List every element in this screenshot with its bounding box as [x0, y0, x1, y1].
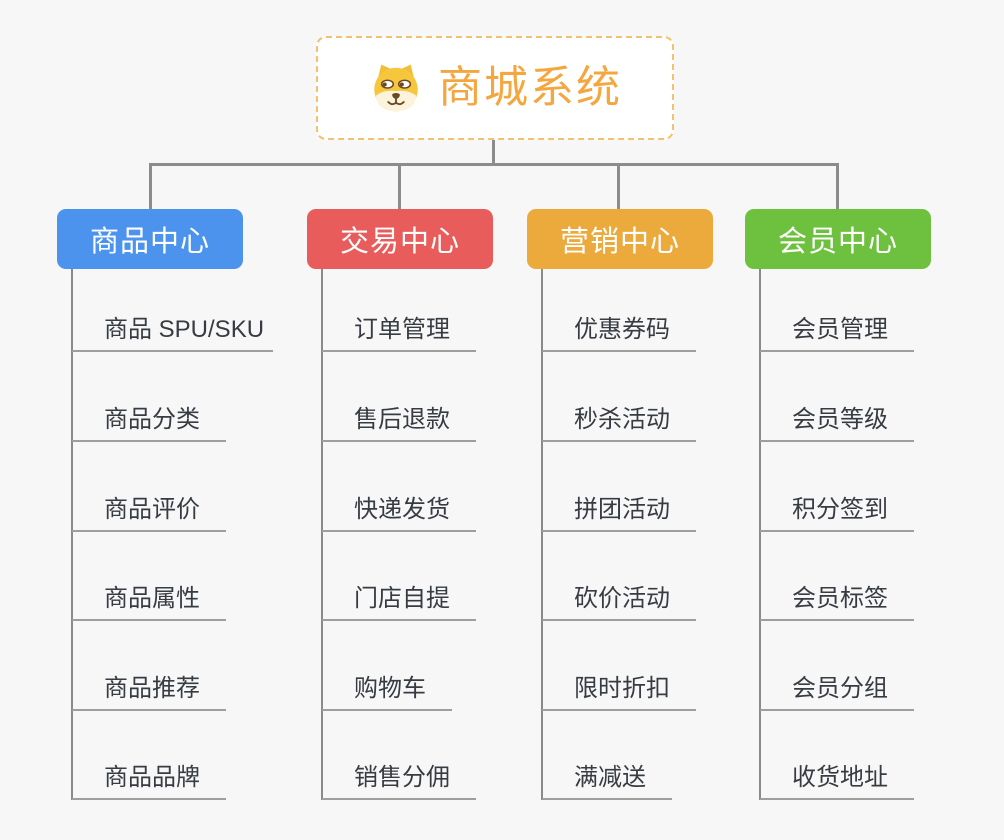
- leaf-node[interactable]: 拼团活动: [542, 482, 696, 532]
- branch-spine-member-center: [759, 269, 761, 800]
- leaf-label: 商品评价: [104, 496, 200, 523]
- leaf-node[interactable]: 满减送: [542, 750, 672, 800]
- leaf-label: 商品品牌: [104, 764, 200, 791]
- branch-label: 商品中心: [89, 226, 210, 258]
- leaf-label: 快递发货: [354, 496, 450, 523]
- leaf-label: 门店自提: [354, 585, 450, 612]
- leaf-label: 购物车: [354, 675, 426, 702]
- leaf-label: 商品属性: [104, 585, 200, 612]
- leaf-label: 售后退款: [354, 406, 450, 433]
- leaf-label: 限时折扣: [574, 675, 670, 702]
- leaf-label: 会员管理: [792, 316, 888, 343]
- leaf-node[interactable]: 积分签到: [760, 482, 914, 532]
- connector-rail: [149, 163, 839, 166]
- leaf-label: 销售分佣: [354, 764, 450, 791]
- leaf-label: 会员分组: [792, 675, 888, 702]
- branch-node-product-center[interactable]: 商品中心: [57, 209, 243, 269]
- leaf-node[interactable]: 销售分佣: [322, 750, 476, 800]
- leaf-label: 商品分类: [104, 406, 200, 433]
- leaf-node[interactable]: 会员分组: [760, 661, 914, 711]
- branch-label: 营销中心: [559, 226, 680, 258]
- leaf-node[interactable]: 优惠券码: [542, 302, 696, 352]
- branch-label: 交易中心: [339, 226, 460, 258]
- leaf-node[interactable]: 商品品牌: [72, 750, 226, 800]
- leaf-node[interactable]: 砍价活动: [542, 571, 696, 621]
- connector-drop-2: [398, 163, 401, 210]
- leaf-label: 订单管理: [354, 316, 450, 343]
- connector-drop-1: [149, 163, 152, 210]
- root-node-label: 商城系统: [438, 63, 622, 112]
- branch-label: 会员中心: [777, 226, 898, 258]
- leaf-label: 秒杀活动: [574, 406, 670, 433]
- leaf-label: 会员标签: [792, 585, 888, 612]
- connector-drop-3: [617, 163, 620, 210]
- branch-node-marketing-center[interactable]: 营销中心: [527, 209, 713, 269]
- leaf-node[interactable]: 商品分类: [72, 392, 226, 442]
- leaf-label: 商品推荐: [104, 675, 200, 702]
- connector-drop-4: [836, 163, 839, 210]
- leaf-label: 满减送: [574, 764, 646, 791]
- leaf-node[interactable]: 会员标签: [760, 571, 914, 621]
- leaf-label: 积分签到: [792, 496, 888, 523]
- leaf-node[interactable]: 商品评价: [72, 482, 226, 532]
- dog-face-icon: [374, 64, 418, 112]
- leaf-node[interactable]: 售后退款: [322, 392, 476, 442]
- leaf-node[interactable]: 订单管理: [322, 302, 476, 352]
- leaf-node[interactable]: 收货地址: [760, 750, 914, 800]
- branch-node-member-center[interactable]: 会员中心: [745, 209, 931, 269]
- leaf-label: 收货地址: [792, 764, 888, 791]
- leaf-label: 优惠券码: [574, 316, 670, 343]
- leaf-node[interactable]: 门店自提: [322, 571, 476, 621]
- leaf-node[interactable]: 快递发货: [322, 482, 476, 532]
- leaf-node[interactable]: 商品属性: [72, 571, 226, 621]
- branch-spine-marketing-center: [541, 269, 543, 800]
- leaf-label: 砍价活动: [574, 585, 670, 612]
- leaf-node[interactable]: 商品推荐: [72, 661, 226, 711]
- connector-root-stub: [492, 140, 495, 164]
- branch-node-trade-center[interactable]: 交易中心: [307, 209, 493, 269]
- leaf-node[interactable]: 购物车: [322, 661, 452, 711]
- branch-spine-product-center: [71, 269, 73, 800]
- root-node[interactable]: 商城系统: [316, 36, 674, 140]
- leaf-node[interactable]: 限时折扣: [542, 661, 696, 711]
- leaf-node[interactable]: 会员管理: [760, 302, 914, 352]
- leaf-node[interactable]: 商品 SPU/SKU: [72, 302, 273, 352]
- leaf-label: 拼团活动: [574, 496, 670, 523]
- leaf-node[interactable]: 会员等级: [760, 392, 914, 442]
- leaf-node[interactable]: 秒杀活动: [542, 392, 696, 442]
- leaf-label: 商品 SPU/SKU: [104, 316, 265, 343]
- branch-spine-trade-center: [321, 269, 323, 800]
- leaf-label: 会员等级: [792, 406, 888, 433]
